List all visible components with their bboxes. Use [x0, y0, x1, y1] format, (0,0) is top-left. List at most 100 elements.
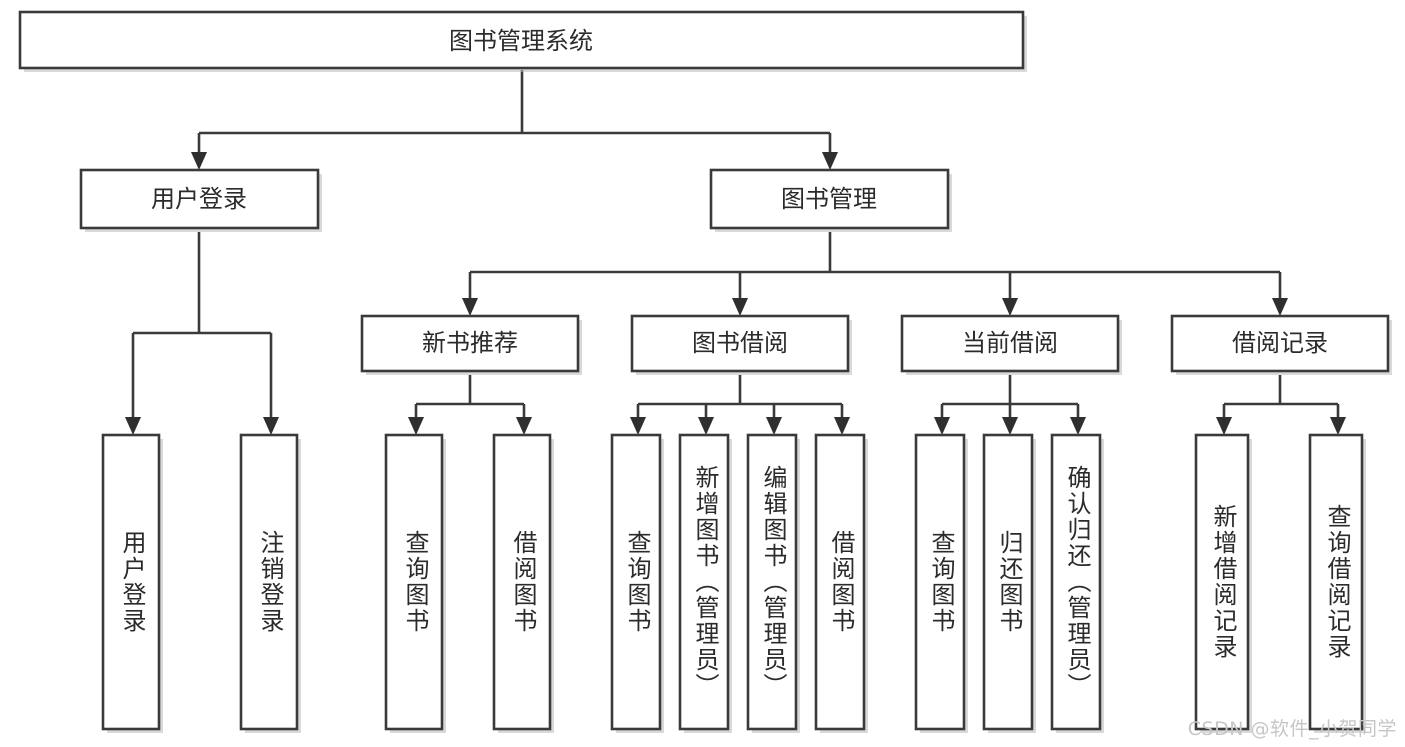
leaf-new-book-1[interactable]: 查询图书: [384, 433, 446, 733]
leaf-box[interactable]: [914, 433, 966, 731]
leaf-label-holder: 确认归还（管理员）: [1062, 465, 1091, 699]
arrowhead-nb-leaf-1: [408, 417, 424, 435]
arrowhead-user-login: [191, 152, 207, 170]
leaf-label-holder: 查询图书: [400, 530, 429, 634]
arrowhead-br-leaf-1: [1216, 417, 1232, 435]
root-label: 图书管理系统: [449, 27, 593, 55]
leaf-label-holder: 查询图书: [622, 530, 651, 634]
arrowhead-bb-leaf-2: [698, 417, 714, 435]
leaf-label-holder: 归还图书: [994, 530, 1023, 634]
arrowhead-leaf-user-login: [125, 417, 141, 435]
new-book-box[interactable]: [360, 314, 580, 373]
user-login-label: 用户登录: [151, 185, 247, 213]
leaf-new-book-2[interactable]: 借阅图书: [492, 433, 554, 733]
leaf-label: 查询图书: [926, 530, 955, 634]
node-current-borrow[interactable]: 当前借阅: [900, 314, 1122, 375]
edge-group-root-to-level2: [191, 70, 838, 170]
leaf-box[interactable]: [492, 433, 552, 731]
leaf-book-borrow-4[interactable]: 借阅图书: [814, 433, 868, 733]
leaf-label: 用户登录: [117, 530, 146, 634]
leaf-box[interactable]: [610, 433, 662, 731]
leaf-box[interactable]: [1194, 433, 1250, 731]
leaf-box[interactable]: [101, 433, 161, 731]
leaf-label-holder: 注销登录: [256, 530, 284, 634]
leaf-box[interactable]: [814, 433, 866, 731]
edge-group-book-manage-to-level3: [462, 232, 1288, 316]
arrowhead-book-borrow: [732, 298, 748, 316]
edge-group-user-login-to-leaves: [125, 232, 279, 435]
node-new-book[interactable]: 新书推荐: [360, 314, 582, 375]
edge-group-borrow-record-to-leaves: [1216, 375, 1346, 435]
leaf-box[interactable]: [1050, 433, 1102, 731]
leaf-box[interactable]: [1308, 433, 1364, 731]
user-login-box[interactable]: [79, 168, 320, 230]
leaf-current-borrow-2[interactable]: 归还图书: [982, 433, 1036, 733]
arrowhead-book-manage: [822, 152, 838, 170]
leaf-box[interactable]: [239, 433, 299, 731]
leaf-label: 查询图书: [622, 530, 651, 634]
leaf-box[interactable]: [982, 433, 1034, 731]
leaf-label: 归还图书: [994, 530, 1023, 634]
borrow-record-label: 借阅记录: [1232, 329, 1328, 357]
leaf-label: 借阅图书: [826, 530, 855, 634]
arrowhead-borrow-record: [1272, 298, 1288, 316]
node-book-borrow[interactable]: 图书借阅: [630, 314, 852, 375]
root-box[interactable]: [18, 10, 1025, 70]
arrowhead-br-leaf-2: [1330, 417, 1346, 435]
arrowhead-bb-leaf-4: [834, 417, 850, 435]
book-manage-label: 图书管理: [781, 185, 877, 213]
arrowhead-nb-leaf-2: [516, 417, 532, 435]
leaf-label-holder: 借阅图书: [826, 530, 855, 634]
arrowhead-current-borrow: [1002, 298, 1018, 316]
leaf-user-login-1[interactable]: 用户登录: [101, 433, 163, 733]
leaf-label: 查询图书: [400, 530, 429, 634]
leaf-borrow-record-1[interactable]: 新增借阅记录: [1194, 433, 1252, 733]
book-borrow-box[interactable]: [630, 314, 850, 373]
node-user-login[interactable]: 用户登录: [79, 168, 322, 232]
borrow-record-box[interactable]: [1170, 314, 1390, 373]
leaf-label-holder: 用户登录: [117, 530, 146, 634]
leaf-label: 编辑图书（管理员）: [758, 465, 787, 699]
arrowhead-new-book: [462, 298, 478, 316]
arrowhead-leaf-logout: [263, 417, 279, 435]
node-root[interactable]: 图书管理系统: [18, 10, 1027, 72]
leaf-label-holder: 借阅图书: [508, 530, 537, 634]
book-borrow-label: 图书借阅: [692, 329, 788, 357]
leaf-label-holder: 查询借阅记录: [1322, 504, 1351, 660]
current-borrow-label: 当前借阅: [962, 329, 1058, 357]
leaf-current-borrow-3[interactable]: 确认归还（管理员）: [1050, 433, 1104, 733]
book-manage-box[interactable]: [709, 168, 950, 230]
leaf-label: 查询借阅记录: [1322, 504, 1351, 660]
leaf-label-holder: 新增借阅记录: [1208, 504, 1237, 660]
leaf-label: 新增借阅记录: [1208, 504, 1237, 660]
leaf-box[interactable]: [384, 433, 444, 731]
node-borrow-record[interactable]: 借阅记录: [1170, 314, 1392, 375]
leaf-label-holder: 编辑图书（管理员）: [758, 465, 787, 699]
arrowhead-cb-leaf-2: [1002, 417, 1018, 435]
arrowhead-cb-leaf-1: [934, 417, 950, 435]
arrowhead-cb-leaf-3: [1070, 417, 1086, 435]
leaf-book-borrow-3[interactable]: 编辑图书（管理员）: [746, 433, 800, 733]
current-borrow-box[interactable]: [900, 314, 1120, 373]
new-book-label: 新书推荐: [422, 329, 518, 357]
leaf-book-borrow-2[interactable]: 新增图书（管理员）: [678, 433, 732, 733]
leaf-label: 借阅图书: [508, 530, 537, 634]
leaf-label-holder: 查询图书: [926, 530, 955, 634]
leaf-label: 确认归还（管理员）: [1062, 465, 1091, 699]
leaf-current-borrow-1[interactable]: 查询图书: [914, 433, 968, 733]
edge-group-current-borrow-to-leaves: [934, 375, 1086, 435]
leaf-box[interactable]: [678, 433, 730, 731]
leaf-borrow-record-2[interactable]: 查询借阅记录: [1308, 433, 1366, 733]
edge-group-new-book-to-leaves: [408, 375, 532, 435]
leaf-label: 新增图书（管理员）: [690, 465, 719, 699]
leaf-book-borrow-1[interactable]: 查询图书: [610, 433, 664, 733]
edge-group-book-borrow-to-leaves: [630, 375, 850, 435]
arrowhead-bb-leaf-3: [766, 417, 782, 435]
node-book-manage[interactable]: 图书管理: [709, 168, 952, 232]
leaf-user-login-2[interactable]: 注销登录: [239, 433, 301, 733]
leaf-box[interactable]: [746, 433, 798, 731]
leaf-label-holder: 新增图书（管理员）: [690, 465, 719, 699]
arrowhead-bb-leaf-1: [630, 417, 646, 435]
